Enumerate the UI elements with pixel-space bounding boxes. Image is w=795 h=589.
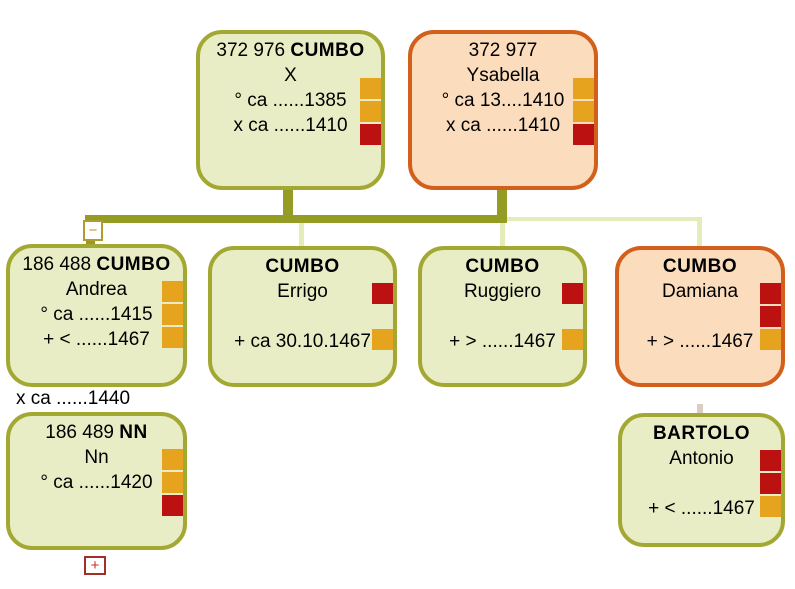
- person-death-line: + < ......1467: [648, 498, 755, 519]
- status-square: [760, 473, 781, 494]
- person-id-surname: 186 488 CUMBO: [10, 252, 183, 277]
- person-surname: CUMBO: [290, 40, 365, 61]
- status-square: [760, 496, 781, 517]
- person-marriage-line: x ca ......1410: [233, 115, 348, 136]
- status-square: [162, 449, 183, 470]
- status-square: [573, 78, 594, 99]
- ruggiero-drop-line: [500, 223, 505, 247]
- person-given-name: X: [284, 65, 297, 86]
- status-square: [162, 281, 183, 302]
- person-birth-line: ° ca ......1385: [234, 90, 347, 111]
- status-squares: [162, 449, 183, 516]
- person-id: 186 489: [45, 422, 114, 443]
- person-given-name: Ruggiero: [463, 281, 542, 302]
- status-square: [360, 124, 381, 145]
- person-given-name: Andrea: [65, 279, 128, 300]
- person-id: 186 488: [22, 254, 92, 275]
- person-blank-line: [619, 304, 781, 329]
- status-squares: [760, 283, 781, 350]
- person-surname: CUMBO: [265, 256, 340, 277]
- person-id: 372 976: [216, 40, 286, 61]
- person-id-surname: 186 489 NN: [10, 420, 183, 445]
- person-death-line: + > ......1467: [449, 331, 556, 352]
- person-box-nn[interactable]: 186 489 NN Nn ° ca ......1420: [6, 412, 187, 550]
- person-given-name: Damiana: [661, 281, 739, 302]
- collapse-button[interactable]: −: [83, 220, 103, 241]
- status-square: [562, 283, 583, 304]
- sibling-bus-line: [85, 215, 507, 223]
- andrea-marriage-text: x ca ......1440: [16, 388, 131, 409]
- status-square: [162, 327, 183, 348]
- status-square: [562, 329, 583, 350]
- person-surname: CUMBO: [662, 256, 738, 277]
- person-id: 372 977: [468, 40, 538, 61]
- person-given-name: Ysabella: [466, 65, 540, 86]
- status-square: [760, 306, 781, 327]
- status-square: [162, 495, 183, 516]
- person-id-surname: 372 976 CUMBO: [200, 38, 381, 63]
- sibling-bus-line-pale: [507, 217, 702, 221]
- person-blank-line: [212, 304, 393, 329]
- status-square: [573, 124, 594, 145]
- person-box-damiana[interactable]: CUMBO Damiana + > ......1467: [615, 246, 785, 387]
- person-marriage-line: x ca ......1410: [445, 115, 561, 136]
- status-square: [573, 101, 594, 122]
- person-surname: CUMBO: [96, 254, 171, 275]
- status-squares: [372, 283, 393, 350]
- status-squares: [760, 450, 781, 517]
- person-given-name: Nn: [84, 447, 109, 468]
- expand-button[interactable]: +: [84, 556, 106, 575]
- person-box-mother[interactable]: 372 977 Ysabella ° ca 13....1410 x ca ..…: [408, 30, 598, 190]
- status-square: [760, 329, 781, 350]
- person-blank-line: [622, 471, 781, 496]
- person-surname: CUMBO: [465, 256, 540, 277]
- person-surname: NN: [119, 422, 148, 443]
- person-birth-line: ° ca 13....1410: [441, 90, 565, 111]
- person-box-bartolo[interactable]: BARTOLO Antonio + < ......1467: [618, 413, 785, 547]
- person-box-father[interactable]: 372 976 CUMBO X ° ca ......1385 x ca ...…: [196, 30, 385, 190]
- status-square: [760, 450, 781, 471]
- person-death-line: + < ......1467: [43, 329, 150, 350]
- status-square: [360, 78, 381, 99]
- person-id-surname: CUMBO: [619, 254, 781, 279]
- person-box-andrea[interactable]: 186 488 CUMBO Andrea ° ca ......1415 + <…: [6, 244, 187, 387]
- status-square: [162, 304, 183, 325]
- damiana-drop-line: [697, 217, 702, 247]
- status-squares: [573, 78, 594, 145]
- person-blank-line: [422, 304, 583, 329]
- status-square: [372, 329, 393, 350]
- status-squares: [360, 78, 381, 145]
- person-death-line: + ca 30.10.1467: [234, 331, 371, 352]
- person-birth-line: ° ca ......1415: [40, 304, 153, 325]
- father-descent-line: [283, 188, 293, 217]
- andrea-drop-line: [86, 238, 95, 246]
- status-squares: [562, 283, 583, 350]
- person-id-surname: CUMBO: [212, 254, 393, 279]
- person-given-name: Errigo: [277, 281, 328, 302]
- person-id-surname: 372 977: [412, 38, 594, 63]
- status-squares: [162, 281, 183, 348]
- person-death-line: + > ......1467: [646, 331, 754, 352]
- person-birth-line: ° ca ......1420: [40, 472, 153, 493]
- person-id-surname: CUMBO: [422, 254, 583, 279]
- person-box-ruggiero[interactable]: CUMBO Ruggiero + > ......1467: [418, 246, 587, 387]
- errigo-drop-line: [299, 223, 304, 247]
- person-surname: BARTOLO: [652, 423, 751, 444]
- person-id-surname: BARTOLO: [622, 421, 781, 446]
- person-given-name: Antonio: [669, 448, 734, 469]
- status-square: [760, 283, 781, 304]
- status-square: [360, 101, 381, 122]
- person-blank-line: [10, 495, 183, 520]
- person-box-errigo[interactable]: CUMBO Errigo + ca 30.10.1467: [208, 246, 397, 387]
- damiana-marriage-stub: [697, 404, 703, 413]
- mother-descent-line: [497, 188, 507, 217]
- status-square: [162, 472, 183, 493]
- status-square: [372, 283, 393, 304]
